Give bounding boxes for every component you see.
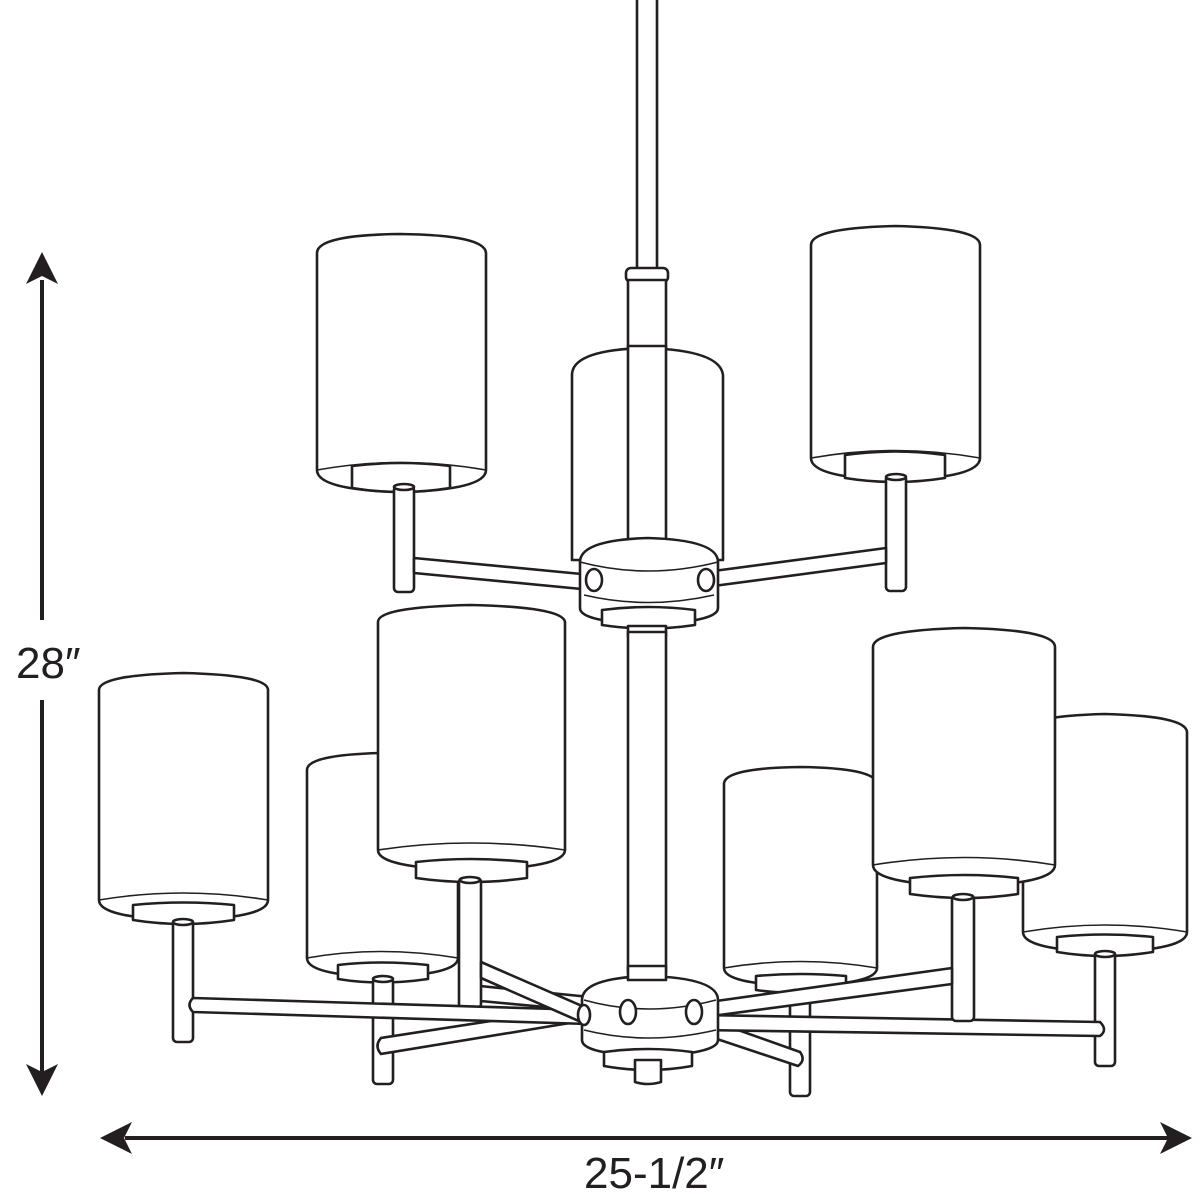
height-dimension-line (26, 252, 58, 1096)
center-column (626, 630, 668, 974)
upper-center-shade (570, 344, 725, 572)
arrow-down-icon (26, 1064, 58, 1096)
upper-left-shade (315, 232, 488, 594)
lower-front-left-shade (376, 603, 567, 1010)
lower-far-right-shade (1021, 712, 1189, 1068)
arrow-left-icon (100, 1122, 132, 1154)
width-dimension-label: 25-1/2″ (584, 1149, 725, 1198)
arrow-right-icon (1160, 1122, 1192, 1154)
lower-hub (576, 964, 720, 1086)
arrow-up-icon (26, 252, 58, 284)
width-dimension-line (100, 1122, 1192, 1154)
lower-far-left-shade (97, 671, 270, 1044)
upper-hub (578, 536, 720, 638)
lower-front-right-shade (871, 626, 1057, 1023)
upper-right-shade (809, 224, 982, 593)
height-dimension-label: 28″ (16, 639, 81, 688)
